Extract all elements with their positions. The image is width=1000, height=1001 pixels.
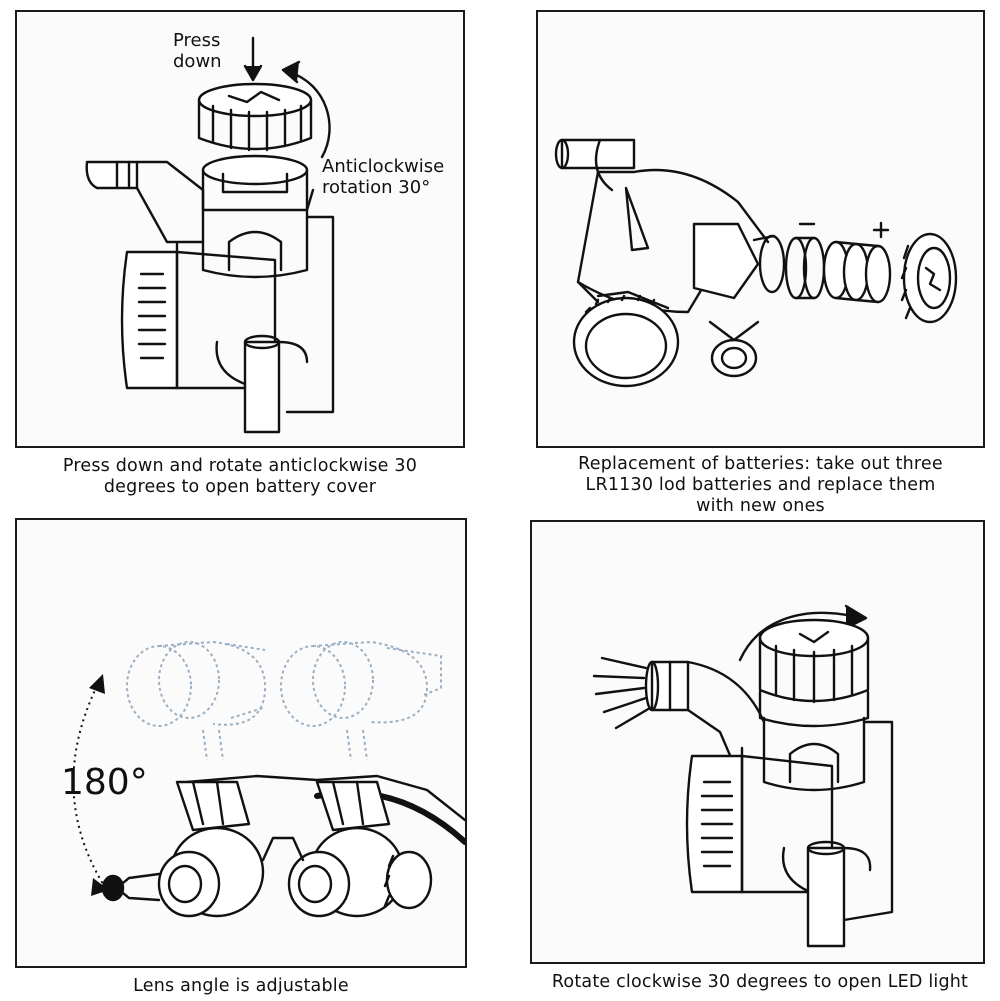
panel-open-led-light [530, 520, 985, 964]
label-anticlockwise-rotation: Anticlockwise rotation 30° [322, 156, 445, 198]
panel-lens-angle: 180° [15, 518, 467, 968]
label-180-degrees: 180° [61, 762, 148, 803]
caption-open-led-light: Rotate clockwise 30 degrees to open LED … [551, 972, 969, 992]
illustration-batteries [554, 138, 958, 388]
illustration-lens-angle [72, 640, 465, 918]
illustration-led-light [592, 604, 894, 948]
label-press-down: Press down [173, 30, 222, 72]
caption-open-battery-cover: Press down and rotate anticlockwise 30 d… [62, 456, 418, 497]
caption-lens-angle: Lens angle is adjustable [133, 976, 349, 996]
caption-replace-batteries: Replacement of batteries: take out three… [578, 454, 943, 516]
panel-replace-batteries [536, 10, 985, 448]
illustration-open-cover [85, 36, 335, 434]
panel-open-battery-cover: Press down Anticlockwise rotation 30° [15, 10, 465, 448]
